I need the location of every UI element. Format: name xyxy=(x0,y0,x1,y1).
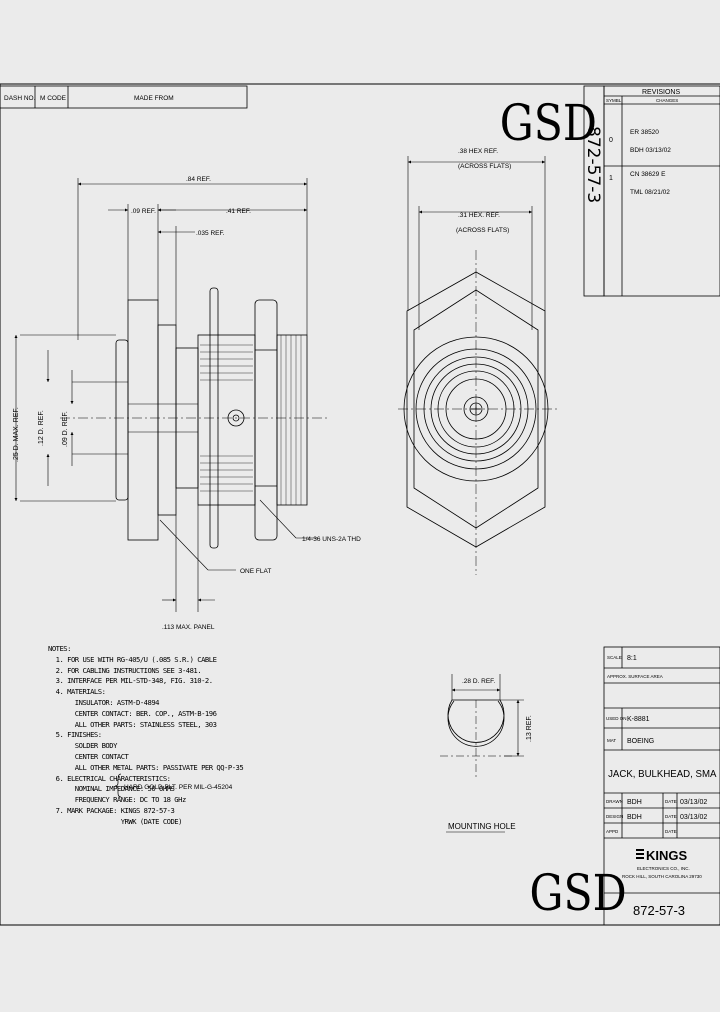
dim-hex-across-flats-sub: (ACROSS FLATS) xyxy=(458,163,511,170)
note-line: 5. FINISHES: xyxy=(48,730,102,740)
finish-brace xyxy=(114,773,122,798)
revisions-header: REVISIONS xyxy=(642,89,680,96)
approx-area-label: APPROX. SURFACE AREA xyxy=(607,674,663,679)
notes-block: NOTES: 1. FOR USE WITH RG-405/U (.085 S.… xyxy=(48,644,244,828)
mat-value: BOEING xyxy=(627,738,654,745)
dim-overall-length: .84 REF. xyxy=(186,176,211,183)
title-block xyxy=(603,646,720,926)
scale-value: 8:1 xyxy=(627,655,637,662)
dim-one-flat: ONE FLAT xyxy=(240,568,271,575)
note-line: 2. FOR CABLING INSTRUCTIONS SEE 3-481. xyxy=(48,665,202,675)
mounting-hole-view xyxy=(440,699,512,780)
design-date-label: DATE xyxy=(665,814,677,819)
revisions-col-changes: CHANGES xyxy=(656,98,678,103)
dim-dia-09: .09 D. REF. xyxy=(62,411,69,447)
scale-label: SCALE xyxy=(607,655,622,660)
front-dimensions xyxy=(407,156,546,330)
used-on-label: USED ON xyxy=(606,716,627,721)
side-view xyxy=(20,287,330,549)
dim-mounting-dia: .28 D. REF. xyxy=(462,678,495,685)
dash-table xyxy=(0,85,248,109)
dim-hex-inner: .31 HEX. REF. xyxy=(458,212,500,219)
note-line: 1. FOR USE WITH RG-405/U (.085 S.R.) CAB… xyxy=(48,654,217,664)
appd-date-label: DATE xyxy=(665,829,677,834)
dim-body-length: .41 REF. xyxy=(226,208,251,215)
note-line: YRWK (DATE CODE) xyxy=(48,816,183,826)
company-line3: ROCK HILL, SOUTH CAROLINA 29730 xyxy=(622,874,702,879)
rev-0-line2: BDH 03/13/02 xyxy=(630,147,671,154)
note-line: 7. MARK PACKAGE: KINGS 872-57-3 xyxy=(48,805,175,815)
rev-1-line1: CN 38629 E xyxy=(630,171,666,178)
note-line: FREQUENCY RANGE: DC TO 18 GHz xyxy=(48,795,187,805)
note-line: NOTES: xyxy=(48,644,71,653)
kings-logo-icon xyxy=(636,849,644,859)
m-code-label: M CODE xyxy=(40,95,67,102)
sheet-border xyxy=(0,83,720,926)
gsd-logo-top: GSD xyxy=(500,94,597,152)
note-line: SOLDER BODY xyxy=(48,741,118,751)
note-line: CENTER CONTACT: BER. COP., ASTM-B-196 xyxy=(48,708,217,718)
made-from-label: MADE FROM xyxy=(134,95,174,102)
revisions-col-sym: SYMBL xyxy=(606,98,622,103)
drawn-label: DRAWN xyxy=(606,799,623,804)
dim-hex-inner-sub: (ACROSS FLATS) xyxy=(456,227,509,234)
dim-dia-max: .25 D. MAX. REF. xyxy=(13,407,20,462)
finish-brace-text: HARD GOLD PLT. PER MIL-G-45204 xyxy=(124,784,233,791)
note-line: INSULATOR: ASTM-D-4894 xyxy=(48,697,160,707)
vertical-part-number: 872-57-3 xyxy=(583,126,603,203)
rev-0-line1: ER 38520 xyxy=(630,129,659,136)
title-part-number: 872-57-3 xyxy=(633,903,685,918)
rev-1-line2: TML 08/21/02 xyxy=(630,189,670,196)
dim-thread: 1/4-36 UNS-2A THD xyxy=(302,536,361,543)
note-line: ALL OTHER METAL PARTS: PASSIVATE PER QQ-… xyxy=(48,762,244,772)
rev-1-sym: 1 xyxy=(609,175,613,182)
dim-hex-across-flats: .38 HEX REF. xyxy=(458,148,498,155)
dash-no-label: DASH NO. xyxy=(4,95,36,102)
rev-0-sym: 0 xyxy=(609,137,613,144)
dim-panel: .113 MAX. PANEL xyxy=(162,624,215,631)
note-line: 6. ELECTRICAL CHARACTERISTICS: xyxy=(48,773,171,783)
revisions-block xyxy=(603,85,720,297)
company-name: KINGS xyxy=(646,848,688,863)
dim-flange-width: .09 REF. xyxy=(131,208,156,215)
dim-dia-12: .12 D. REF. xyxy=(38,410,45,446)
appd-label: APPD xyxy=(606,829,619,834)
front-view xyxy=(398,250,558,575)
drawn-date: 03/13/02 xyxy=(680,799,707,806)
note-line: CENTER CONTACT xyxy=(48,751,129,761)
note-line: 4. MATERIALS: xyxy=(48,687,106,697)
note-line: 3. INTERFACE PER MIL-STD-348, FIG. 310-2… xyxy=(48,676,213,686)
company-line2: ELECTRONICS CO., INC. xyxy=(637,866,690,871)
drawn-date-label: DATE xyxy=(665,799,677,804)
side-dimensions xyxy=(14,178,318,612)
used-on-value: K-8881 xyxy=(627,716,650,723)
design-by: BDH xyxy=(627,814,642,821)
drawn-by: BDH xyxy=(627,799,642,806)
design-date: 03/13/02 xyxy=(680,814,707,821)
note-line: NOMINAL IMPEDANCE: 50 OHMS xyxy=(48,784,175,794)
description: JACK, BULKHEAD, SMA xyxy=(608,769,717,780)
dim-recess: .035 REF. xyxy=(196,230,225,237)
mounting-hole-label: MOUNTING HOLE xyxy=(448,822,516,831)
note-line: ALL OTHER PARTS: STAINLESS STEEL, 303 xyxy=(48,719,217,729)
mounting-dimensions xyxy=(446,674,524,833)
dim-mounting-flat: .13 REF. xyxy=(526,715,533,742)
mat-label: MAT xyxy=(607,738,616,743)
design-label: DESIGN xyxy=(606,814,623,819)
